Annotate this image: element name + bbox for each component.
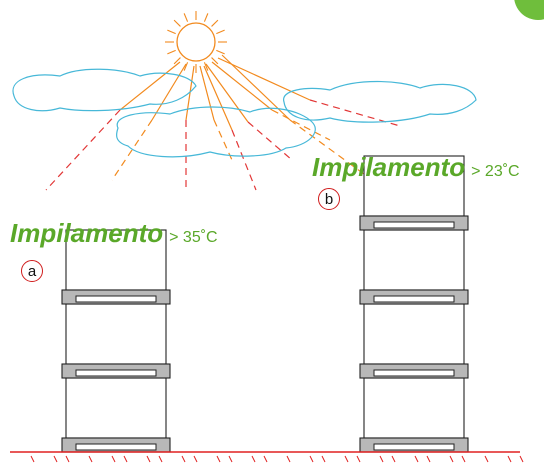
stack-a-temperature: > 35˚C xyxy=(169,229,218,246)
ground-mark xyxy=(251,455,256,463)
ground-mark xyxy=(414,455,419,463)
sun-ray-dashed xyxy=(213,119,233,161)
crate-body xyxy=(65,377,167,439)
ground-mark xyxy=(507,455,512,463)
crate-base-slot xyxy=(373,295,455,303)
ground-mark xyxy=(356,455,361,463)
sun-disc xyxy=(176,22,216,62)
ground-mark xyxy=(88,455,93,463)
ground-mark xyxy=(286,455,291,463)
crate-body xyxy=(363,377,465,439)
cloud-outline xyxy=(283,80,477,123)
stack-a-heading: Impilamento > 35˚C xyxy=(10,220,218,246)
crate xyxy=(359,377,469,453)
sun-ray xyxy=(217,57,311,101)
sun-spike xyxy=(203,13,209,22)
sun-ray xyxy=(185,65,195,121)
ground-mark xyxy=(123,455,128,463)
cloud-outline xyxy=(115,106,316,158)
ground-mark xyxy=(30,455,35,463)
sun-spike xyxy=(183,13,189,22)
ground-mark xyxy=(111,455,116,463)
sun-spike xyxy=(216,49,225,55)
corner-badge xyxy=(514,0,544,20)
crate-body xyxy=(363,303,465,365)
sun-ray xyxy=(211,61,273,111)
sun-spike xyxy=(203,62,209,71)
crate-base-slot xyxy=(75,369,157,377)
sun-ray xyxy=(203,65,233,131)
ground-mark xyxy=(321,455,326,463)
ground-mark xyxy=(426,455,431,463)
sun-spike xyxy=(183,62,189,71)
crate-base-slot xyxy=(373,221,455,229)
ground-mark xyxy=(158,455,163,463)
sun-spike xyxy=(167,29,176,35)
crate xyxy=(359,155,469,231)
crate-base-slot xyxy=(373,443,455,451)
ground-mark xyxy=(449,455,454,463)
crate-base-slot xyxy=(75,295,157,303)
crate-base-slot xyxy=(373,369,455,377)
ground-mark xyxy=(391,455,396,463)
sun-spike xyxy=(173,57,181,65)
crate-body xyxy=(65,303,167,365)
ground-mark xyxy=(484,455,489,463)
ground-line xyxy=(10,451,524,463)
sun-ray xyxy=(205,63,249,123)
sun-ray xyxy=(119,61,181,111)
sun-ray-dashed xyxy=(289,119,395,197)
stack-a-marker: a xyxy=(21,260,43,282)
crate-body xyxy=(363,229,465,291)
sun-ray xyxy=(199,65,215,121)
ground-mark xyxy=(228,455,233,463)
stack-b-marker: b xyxy=(318,188,340,210)
sun-ray-dashed xyxy=(45,109,121,191)
sun-spike xyxy=(211,57,219,65)
sun-ray-dashed xyxy=(111,119,153,181)
ground-mark xyxy=(146,455,151,463)
corner-badge-circle xyxy=(514,0,544,20)
stack-b-label: Impilamento xyxy=(312,152,466,182)
sun-spike xyxy=(211,19,219,27)
sun-spike xyxy=(216,29,225,35)
ground-mark xyxy=(263,455,268,463)
sun-spike xyxy=(173,19,181,27)
crate-body xyxy=(363,155,465,217)
stack-a-label: Impilamento xyxy=(10,218,164,248)
crate xyxy=(359,303,469,379)
crate-stack-a xyxy=(61,229,171,453)
sun-ray xyxy=(151,63,187,121)
stack-b-heading: Impilamento > 23˚C xyxy=(312,154,520,180)
sun-ray-dashed xyxy=(271,109,331,141)
ground-mark xyxy=(216,455,221,463)
crate xyxy=(359,229,469,305)
crate-body xyxy=(65,229,167,291)
sun-icon xyxy=(165,11,227,73)
sun-spike xyxy=(167,49,176,55)
crate-base-slot xyxy=(75,443,157,451)
crate xyxy=(61,229,171,305)
ground-mark xyxy=(65,455,70,463)
ground-mark xyxy=(309,455,314,463)
sun-rays xyxy=(45,54,401,197)
ground-mark xyxy=(519,455,524,463)
ground-mark xyxy=(344,455,349,463)
sun-ray-dashed xyxy=(231,129,257,191)
ground-mark xyxy=(193,455,198,463)
sun-ray-dashed xyxy=(247,121,293,161)
crate xyxy=(61,377,171,453)
cloud-outline xyxy=(12,68,197,112)
clouds xyxy=(12,68,477,158)
ground-mark xyxy=(379,455,384,463)
crate xyxy=(61,303,171,379)
ground-mark xyxy=(181,455,186,463)
crate-stack-b xyxy=(359,155,469,453)
stack-b-temperature: > 23˚C xyxy=(471,163,520,180)
ground-mark xyxy=(53,455,58,463)
ground-mark xyxy=(461,455,466,463)
